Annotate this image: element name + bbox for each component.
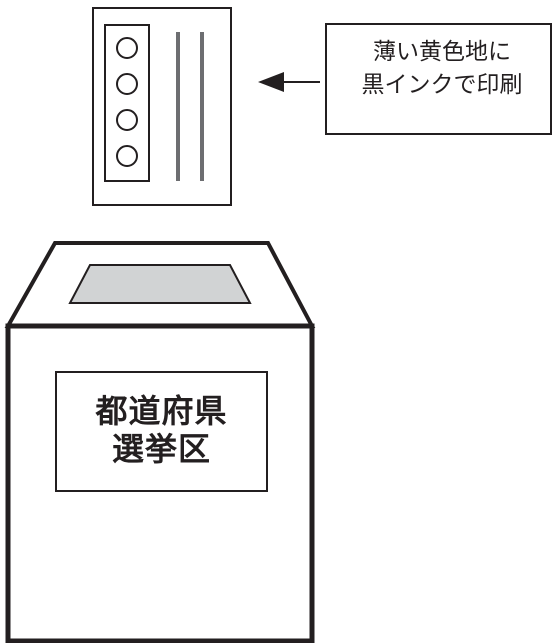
ballot-box-label-line-1: 都道府県 — [95, 392, 228, 430]
callout-text: 薄い黄色地に 黒インクで印刷 — [333, 36, 551, 102]
ballot-circles — [116, 37, 138, 167]
ballot-box-label-line-2: 選挙区 — [111, 430, 211, 468]
ballot-box-lid — [4, 241, 316, 328]
callout-arrow — [258, 72, 320, 92]
ballot-circle — [116, 73, 138, 95]
callout-line-2: 黒インクで印刷 — [361, 72, 523, 98]
ballot-slot — [68, 264, 252, 304]
ballot-circle — [116, 145, 138, 167]
callout-line-1: 薄い黄色地に — [373, 39, 511, 65]
ballot-box-label-plate — [55, 371, 268, 492]
ballot-circle — [116, 37, 138, 59]
ballot-circle — [116, 109, 138, 131]
callout-box — [325, 23, 552, 135]
ballot-box-label: 都道府県 選挙区 — [56, 392, 267, 468]
ballot-card — [92, 7, 232, 206]
